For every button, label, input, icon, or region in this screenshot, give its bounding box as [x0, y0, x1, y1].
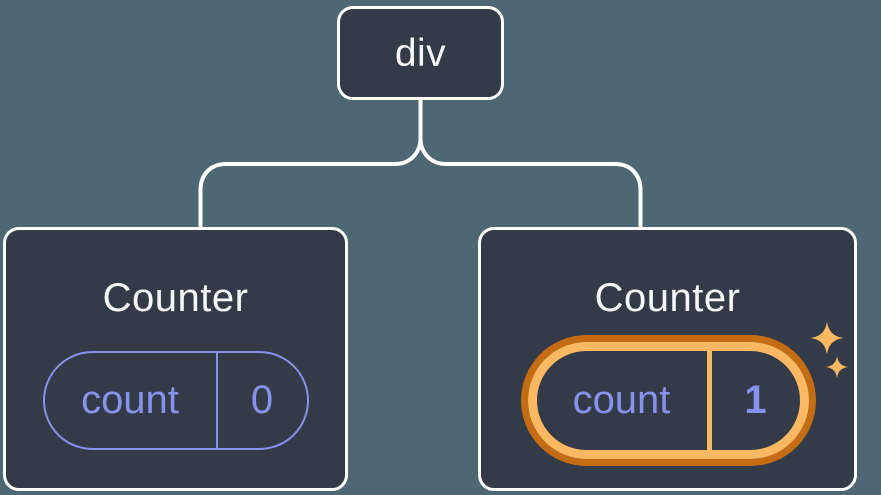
state-pill-highlighted: count 1 — [527, 342, 809, 459]
connector-left-branch — [198, 98, 423, 228]
counter-title: Counter — [594, 276, 741, 320]
state-value: 0 — [250, 378, 274, 422]
state-key-label: count — [45, 353, 218, 448]
counter-node-right: Counter count 1 — [478, 227, 857, 491]
root-node-div: div — [337, 6, 504, 100]
state-value: 1 — [744, 378, 767, 422]
connector-right-branch — [418, 98, 643, 228]
state-key-label: count — [537, 351, 712, 450]
state-pill: count 0 — [42, 351, 309, 450]
counter-title: Counter — [102, 276, 249, 320]
counter-node-left: Counter count 0 — [3, 227, 348, 491]
root-node-label: div — [394, 31, 447, 75]
